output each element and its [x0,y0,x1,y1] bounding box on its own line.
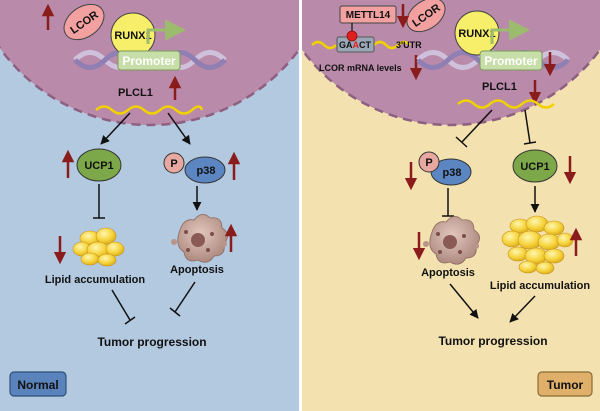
p38-label: p38 [197,165,216,177]
plcl1-label: PLCL1 [482,81,517,93]
phospho-label: P [425,157,432,169]
inhibition-icon [442,188,454,217]
promoter-label: Promoter [122,54,176,68]
motif-m6a-base: A [353,40,360,50]
ucp1-label: UCP1 [520,161,549,173]
transcription-arrow [146,19,187,44]
motif-suffix: CT [359,40,371,50]
svg-text:GAACT: GAACT [339,40,371,50]
runx1-label: RUNX1 [458,28,495,40]
runx1-label: RUNX1 [114,30,151,42]
m6a-mark-icon [346,30,358,42]
apoptosis-to-progression-arrow [449,283,479,319]
inhibition-icon [455,109,493,148]
p38-label: p38 [443,167,462,179]
promoter-box: Promoter [117,50,181,71]
plcl1-to-ucp1-arrow [100,112,131,145]
plcl1-to-p38-arrow [167,112,191,145]
lcor-mrna-right [373,40,411,50]
apoptotic-cell-icon [423,216,480,265]
plcl1-label: PLCL1 [118,87,153,99]
inhibition-icon [93,184,105,219]
normal-panel: LCOR RUNX1 Promoter PLCL1 UCP1 [0,0,300,411]
tumor-progression-label: Tumor progression [438,334,547,348]
inhibition-icon [169,281,196,317]
tumor-badge-label: Tumor [547,378,584,392]
inhibition-icon [111,289,136,325]
inhibition-icon [523,109,537,145]
apoptosis-label: Apoptosis [421,267,475,279]
p38-node: p38 P [163,152,226,184]
ucp1-label: UCP1 [84,160,113,172]
fat-cell-icon [72,227,125,267]
mettl14-label: METTL14 [346,10,391,21]
lipid-to-progression-arrow [509,295,536,323]
plcl1-mrna [95,105,204,115]
ucp1-node: UCP1 [76,148,122,182]
tumor-progression-label: Tumor progression [97,335,206,349]
tumor-badge: Tumor [537,371,593,397]
transcription-arrow [490,19,531,44]
phospho-label: P [170,158,177,170]
lipid-accumulation-label: Lipid accumulation [490,280,591,292]
runx1-node: RUNX1 [454,10,500,56]
apoptosis-label: Apoptosis [170,264,224,276]
lcor-mrna-levels-label: LCOR mRNA levels [319,63,402,73]
promoter-label: Promoter [484,54,538,68]
motif-prefix: GA [339,40,353,50]
promoter-box: Promoter [479,50,543,71]
normal-badge: Normal [9,371,67,397]
mettl14-node: METTL14 [339,5,397,24]
panel-divider [299,0,302,411]
p38-node: p38 P [418,151,472,186]
lcor-node: LCOR [63,3,105,41]
lcor-mrna-left [311,40,337,50]
plcl1-mrna [457,99,555,109]
lipid-accumulation-label: Lipid accumulation [45,274,146,286]
tumor-panel: METTL14 GAACT 3'UTR LCOR mRNA levels LCO… [302,0,600,411]
apoptotic-cell-icon [171,214,228,263]
fat-cell-icon [501,215,574,275]
runx1-node: RUNX1 [110,12,156,58]
utr-label: 3'UTR [396,40,422,50]
ucp1-node: UCP1 [512,149,558,183]
normal-badge-label: Normal [17,378,58,392]
